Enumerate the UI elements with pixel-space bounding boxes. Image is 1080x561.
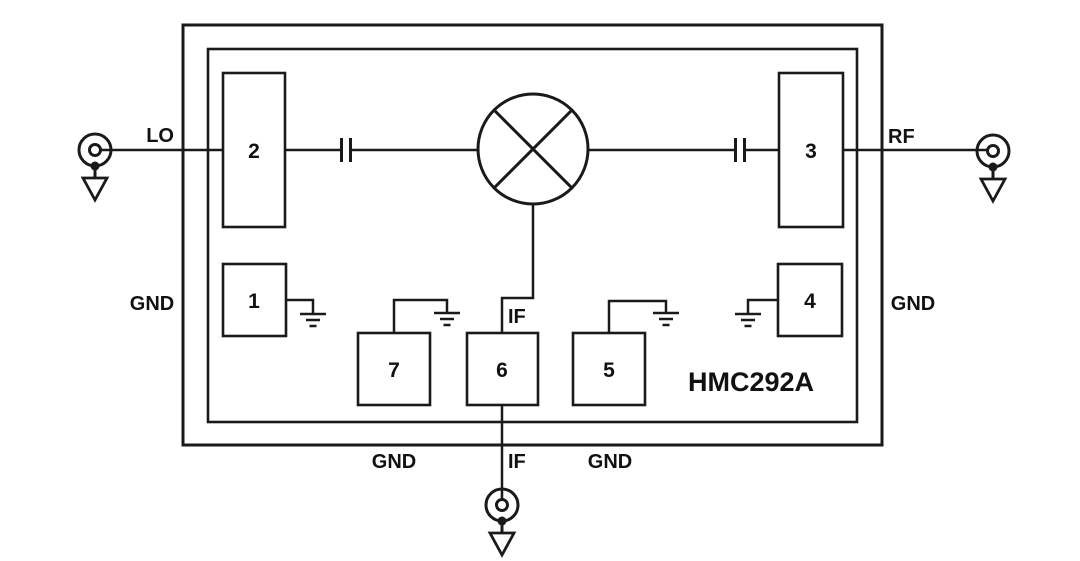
pin3-box <box>777 71 845 229</box>
gnd-bottom-left-label: GND <box>372 451 416 473</box>
pin3-group: 3 <box>777 71 845 229</box>
lo-coax-connector-icon <box>77 132 113 202</box>
pin1-box <box>221 262 288 338</box>
pin3-number: 3 <box>805 140 817 163</box>
mixer-circle-x-icon <box>476 92 590 206</box>
pin7-ground-wire <box>392 298 449 333</box>
pin7-box <box>356 331 432 407</box>
pin2-group: 2 <box>221 71 287 229</box>
pin1-group: 1 <box>221 262 288 338</box>
lo-port-label: LO <box>146 125 174 147</box>
lo-dc-block-capacitor-icon <box>340 138 352 162</box>
pin6-number: 6 <box>496 359 508 382</box>
pin2-number: 2 <box>248 140 260 163</box>
rf-port-label: RF <box>888 126 915 148</box>
if-bottom-label: IF <box>508 451 526 473</box>
pin4-number: 4 <box>804 290 816 313</box>
signal-wires <box>100 148 988 500</box>
gnd-bottom-right-label: GND <box>588 451 632 473</box>
pin6-box <box>465 331 540 407</box>
rf-coax-connector-icon <box>975 133 1011 203</box>
if-inner-label: IF <box>508 306 526 328</box>
pin1-ground-wire <box>286 298 315 314</box>
pin2-box <box>221 71 287 229</box>
rf-dc-block-capacitor-icon <box>734 138 746 162</box>
part-number-label: HMC292A <box>688 367 814 397</box>
pin6-group: 6 <box>465 331 540 407</box>
pin4-ground-wire <box>746 298 778 314</box>
mixer-x-line <box>493 109 573 189</box>
pin7-group: 7 <box>356 331 432 407</box>
pin5-group: 5 <box>571 331 647 407</box>
if-coax-connector-icon <box>484 487 520 557</box>
pin5-number: 5 <box>603 359 615 382</box>
pin5-ground-wire <box>607 299 668 333</box>
pin1-number: 1 <box>248 290 260 313</box>
pin5-box <box>571 331 647 407</box>
pin4-box <box>776 262 844 338</box>
pin4-group: 4 <box>776 262 844 338</box>
gnd-left-label: GND <box>130 293 174 315</box>
mixer-to-pin6-if-wire <box>500 204 535 333</box>
gnd-right-label: GND <box>891 293 935 315</box>
pin7-number: 7 <box>388 359 400 382</box>
